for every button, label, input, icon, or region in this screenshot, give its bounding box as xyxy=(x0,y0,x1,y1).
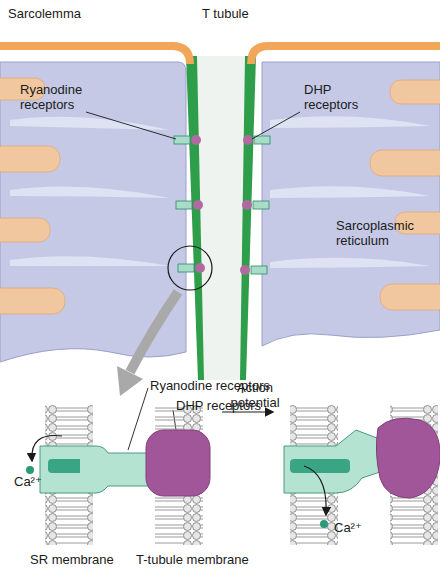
membrane-label: SR membrane xyxy=(30,552,140,567)
ion-label: Ca²⁺ xyxy=(334,520,374,535)
ryanodine-receptor xyxy=(284,430,386,493)
ion-label: Ca²⁺ xyxy=(14,474,54,489)
channel-plug xyxy=(80,455,94,477)
zoom-arrow-head xyxy=(117,366,143,396)
open-channel xyxy=(290,459,350,473)
membrane-label: T-tubule membrane xyxy=(136,552,276,567)
zoom-circle xyxy=(168,246,212,290)
sarcolemma xyxy=(251,46,440,64)
structure-label: Sarcoplasmic reticulum xyxy=(336,218,426,248)
zoom-arrow xyxy=(130,292,178,372)
transition-label: Action potential xyxy=(220,380,290,410)
calcium-arrow xyxy=(304,466,326,514)
receptor-label: Ryanodine receptors xyxy=(150,378,310,393)
leader-lines xyxy=(86,112,300,450)
t-tubule-wall xyxy=(186,56,204,380)
calcium-ion xyxy=(320,520,328,528)
receptor-pairs xyxy=(174,135,270,275)
structure-label: T tubule xyxy=(202,6,282,21)
receptor-label: DHP receptors xyxy=(304,82,374,112)
dhp-receptor xyxy=(146,430,210,496)
calcium-ion xyxy=(26,466,34,474)
ryanodine-receptor xyxy=(40,446,152,493)
calcium-arrow xyxy=(32,436,62,461)
sarcolemma xyxy=(0,46,190,64)
t-tubule-wall xyxy=(240,56,256,380)
membrane-label: Sarcolemma xyxy=(8,6,118,21)
dhp-receptor xyxy=(376,418,440,498)
receptor-label: Ryanodine receptors xyxy=(20,82,92,112)
